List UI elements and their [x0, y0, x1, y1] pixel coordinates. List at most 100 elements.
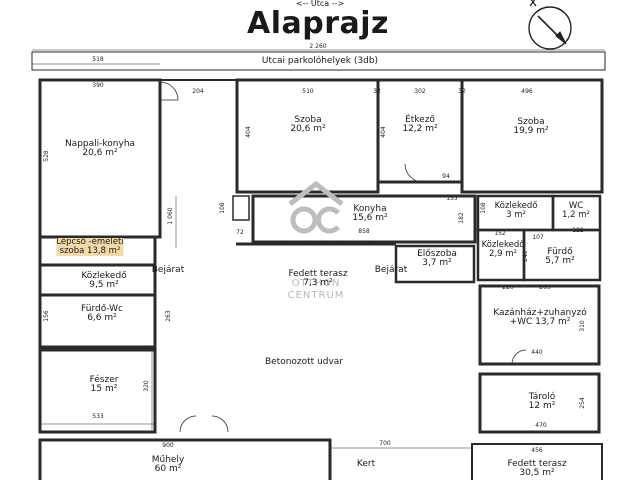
wall-tarolo — [478, 372, 601, 434]
street-label: <-- Utca --> — [295, 0, 345, 8]
dimension-label: 510 — [302, 88, 314, 95]
dimension-label: 107 — [532, 234, 544, 241]
room-szoba-1: Szoba 20,6 m² — [290, 115, 326, 135]
room-nappali-konyha: Nappali-konyha 20,6 m² — [65, 139, 135, 159]
room-name: Lépcső -emeleti — [56, 237, 124, 247]
area-kert: Kert — [356, 459, 376, 469]
dimension-label: 263 — [164, 310, 172, 322]
dimension-label: 404 — [244, 126, 252, 138]
dimension-label: 72 — [236, 229, 244, 236]
door-swing — [159, 81, 179, 101]
dimension-label: 32 — [458, 88, 466, 95]
room-area: 60 m² — [154, 464, 182, 475]
watermark-line2: CENTRUM — [287, 290, 345, 301]
room-area: 20,6 m² — [290, 124, 326, 135]
dimension-label: 108 — [479, 202, 487, 214]
dimension-label: 155 — [446, 195, 458, 202]
dimension-label: 122 — [572, 227, 584, 234]
room-kozlekedo-3: Közlekedő 2,9 m² — [482, 241, 525, 259]
watermark-line1: OTTHON — [291, 278, 341, 289]
dimension-label: 152 — [494, 230, 506, 237]
room-name: Szoba — [294, 115, 322, 125]
dimension-label: 302 — [414, 88, 426, 95]
room-area: 19,9 m² — [513, 126, 549, 137]
room-name: Közlekedő — [481, 240, 525, 250]
room-name: Előszoba — [417, 249, 457, 259]
wall-eloszoba — [394, 244, 476, 284]
room-name: WC — [568, 201, 584, 211]
dimension-total: 2 260 — [309, 43, 327, 50]
watermark-logo — [288, 180, 344, 234]
dimension-label: 94 — [442, 173, 450, 180]
dimension-label: 700 — [379, 440, 391, 447]
dimension-label: 470 — [535, 422, 547, 429]
dimension-label: 404 — [379, 126, 387, 138]
door-swing — [511, 349, 527, 365]
dimension-label: 390 — [92, 82, 104, 89]
room-area: 1,2 m² — [562, 209, 590, 220]
room-name: Fedett terasz — [288, 269, 348, 279]
watermark-text: OTTHON CENTRUM — [288, 278, 345, 302]
dimension-label: 528 — [42, 150, 50, 162]
entrance-label: Bejárat — [151, 265, 185, 275]
dimension-label: 205 — [539, 284, 551, 291]
dimension-label: 533 — [92, 413, 104, 420]
room-area: 6,6 m² — [87, 313, 117, 324]
room-area: 15 m² — [90, 384, 118, 395]
room-kozlekedo-1: Közlekedő 3 m² — [495, 202, 538, 220]
room-area: 5,7 m² — [545, 256, 575, 267]
dimension-label: 310 — [578, 320, 586, 332]
dimension-label: 85 — [321, 240, 329, 247]
area-betonozott-udvar: Betonozott udvar — [264, 357, 344, 367]
room-kozlekedo-2: Közlekedő 9,5 m² — [81, 271, 127, 291]
room-feszer: Fészer 15 m² — [89, 375, 119, 395]
room-area: 2,9 m² — [489, 248, 517, 259]
room-area: 3,7 m² — [422, 258, 452, 269]
page-title: Alaprajz — [246, 6, 390, 41]
dimension-label: 496 — [521, 88, 533, 95]
room-etkezo: Étkező 12,2 m² — [402, 115, 437, 135]
room-name: Fürdő — [547, 247, 573, 257]
room-area: 30,5 m² — [519, 468, 555, 479]
room-area: 12 m² — [528, 401, 556, 412]
dimension-label: 456 — [531, 447, 543, 454]
dimension-label: 35 — [306, 240, 314, 247]
wall-szoba1 — [235, 78, 380, 194]
room-muhely: Műhely 60 m² — [151, 455, 185, 475]
dimension-label: 32 — [373, 88, 381, 95]
room-name: Közlekedő — [81, 271, 127, 281]
room-name: Műhely — [151, 455, 185, 465]
dimension-label: 240 — [521, 250, 529, 262]
room-fedett-terasz-1: Fedett terasz 7,3 m² — [288, 269, 348, 289]
wall-feszer — [38, 348, 157, 434]
room-area: 20,6 m² — [82, 148, 118, 159]
room-tarolo: Tároló 12 m² — [528, 392, 556, 412]
room-name: Fészer — [89, 375, 119, 385]
dimension-label: 190 — [362, 240, 374, 247]
room-name: Fürdő-Wc — [81, 304, 123, 314]
dimension-label: 204 — [192, 88, 204, 95]
north-arrow-icon — [528, 0, 572, 50]
wall-fedett-terasz — [471, 443, 603, 480]
room-area: szoba 13,8 m² — [59, 245, 121, 256]
dimension-label: 108 — [218, 202, 226, 214]
room-kazanhaz: Kazánház+zuhanyzó +WC 13,7 m² — [493, 308, 587, 328]
dimension-label: 156 — [42, 310, 50, 322]
room-lepcso: Lépcső -emeleti szoba 13,8 m² — [56, 237, 124, 256]
wall-konyha — [251, 194, 477, 244]
room-area: 3 m² — [506, 209, 526, 220]
parking-strip — [31, 51, 606, 71]
wall-szoba2 — [460, 78, 604, 194]
room-eloszoba: Előszoba 3,7 m² — [417, 249, 457, 269]
stair-block — [232, 195, 250, 221]
dimension-label: 858 — [358, 228, 370, 235]
room-name: Kazánház+zuhanyzó — [493, 308, 587, 318]
parking-label: Utcai parkolóhelyek (3db) — [261, 56, 379, 66]
dimension-label: 518 — [92, 56, 104, 63]
dimension-label: 220 — [502, 284, 514, 291]
room-name: Fedett terasz — [507, 459, 567, 469]
wall-furdo-wc — [38, 293, 157, 349]
dimension-label: 254 — [578, 397, 586, 409]
dimension-label: 182 — [457, 212, 465, 224]
room-furdo: Fürdő 5,7 m² — [545, 247, 575, 267]
